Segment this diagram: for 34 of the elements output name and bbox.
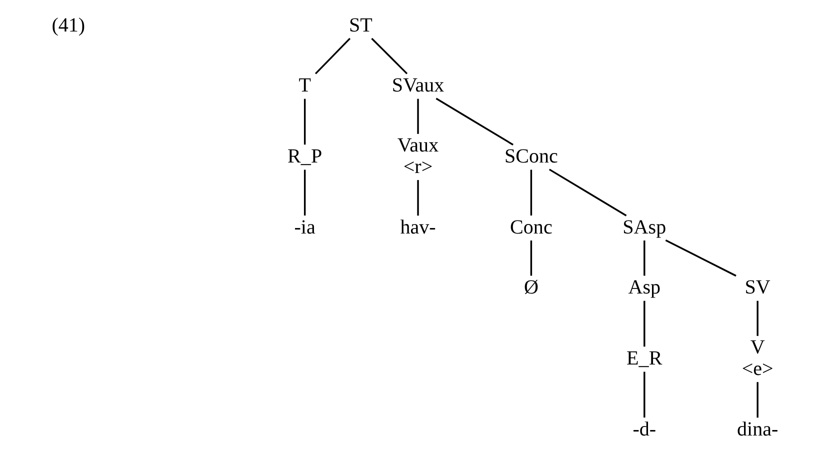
connector — [756, 300, 758, 336]
connector — [417, 180, 419, 216]
node-text: T — [298, 74, 311, 96]
connector — [530, 170, 532, 216]
connector — [756, 382, 758, 418]
connector — [548, 168, 627, 216]
node-text: SAsp — [622, 216, 666, 238]
node-text: -ia — [294, 216, 316, 238]
node-text: V <e> — [742, 336, 774, 380]
node-text: Vaux <r> — [397, 134, 439, 178]
connector — [644, 240, 646, 276]
connector — [436, 98, 514, 146]
node-text: -d- — [632, 418, 656, 440]
connector — [371, 38, 408, 74]
node-text: SConc — [504, 145, 558, 168]
node-text: ST — [349, 14, 372, 36]
node-text: Ø — [524, 276, 538, 298]
connector — [530, 240, 532, 276]
node-text: R_P — [288, 145, 322, 168]
node-text: Conc — [510, 216, 552, 238]
node-text: SV — [744, 276, 770, 298]
node-text: dina- — [736, 418, 778, 440]
label: (41) — [52, 14, 86, 36]
node-text: hav- — [400, 216, 436, 238]
node-text: SVaux — [392, 74, 444, 96]
connector — [304, 170, 306, 216]
connector — [644, 372, 646, 418]
connector — [665, 239, 736, 277]
connector — [304, 98, 306, 145]
connector — [417, 98, 419, 134]
connector — [314, 38, 351, 74]
node-text: E_R — [626, 347, 662, 370]
connector — [644, 300, 646, 347]
node-text: Asp — [628, 276, 661, 298]
